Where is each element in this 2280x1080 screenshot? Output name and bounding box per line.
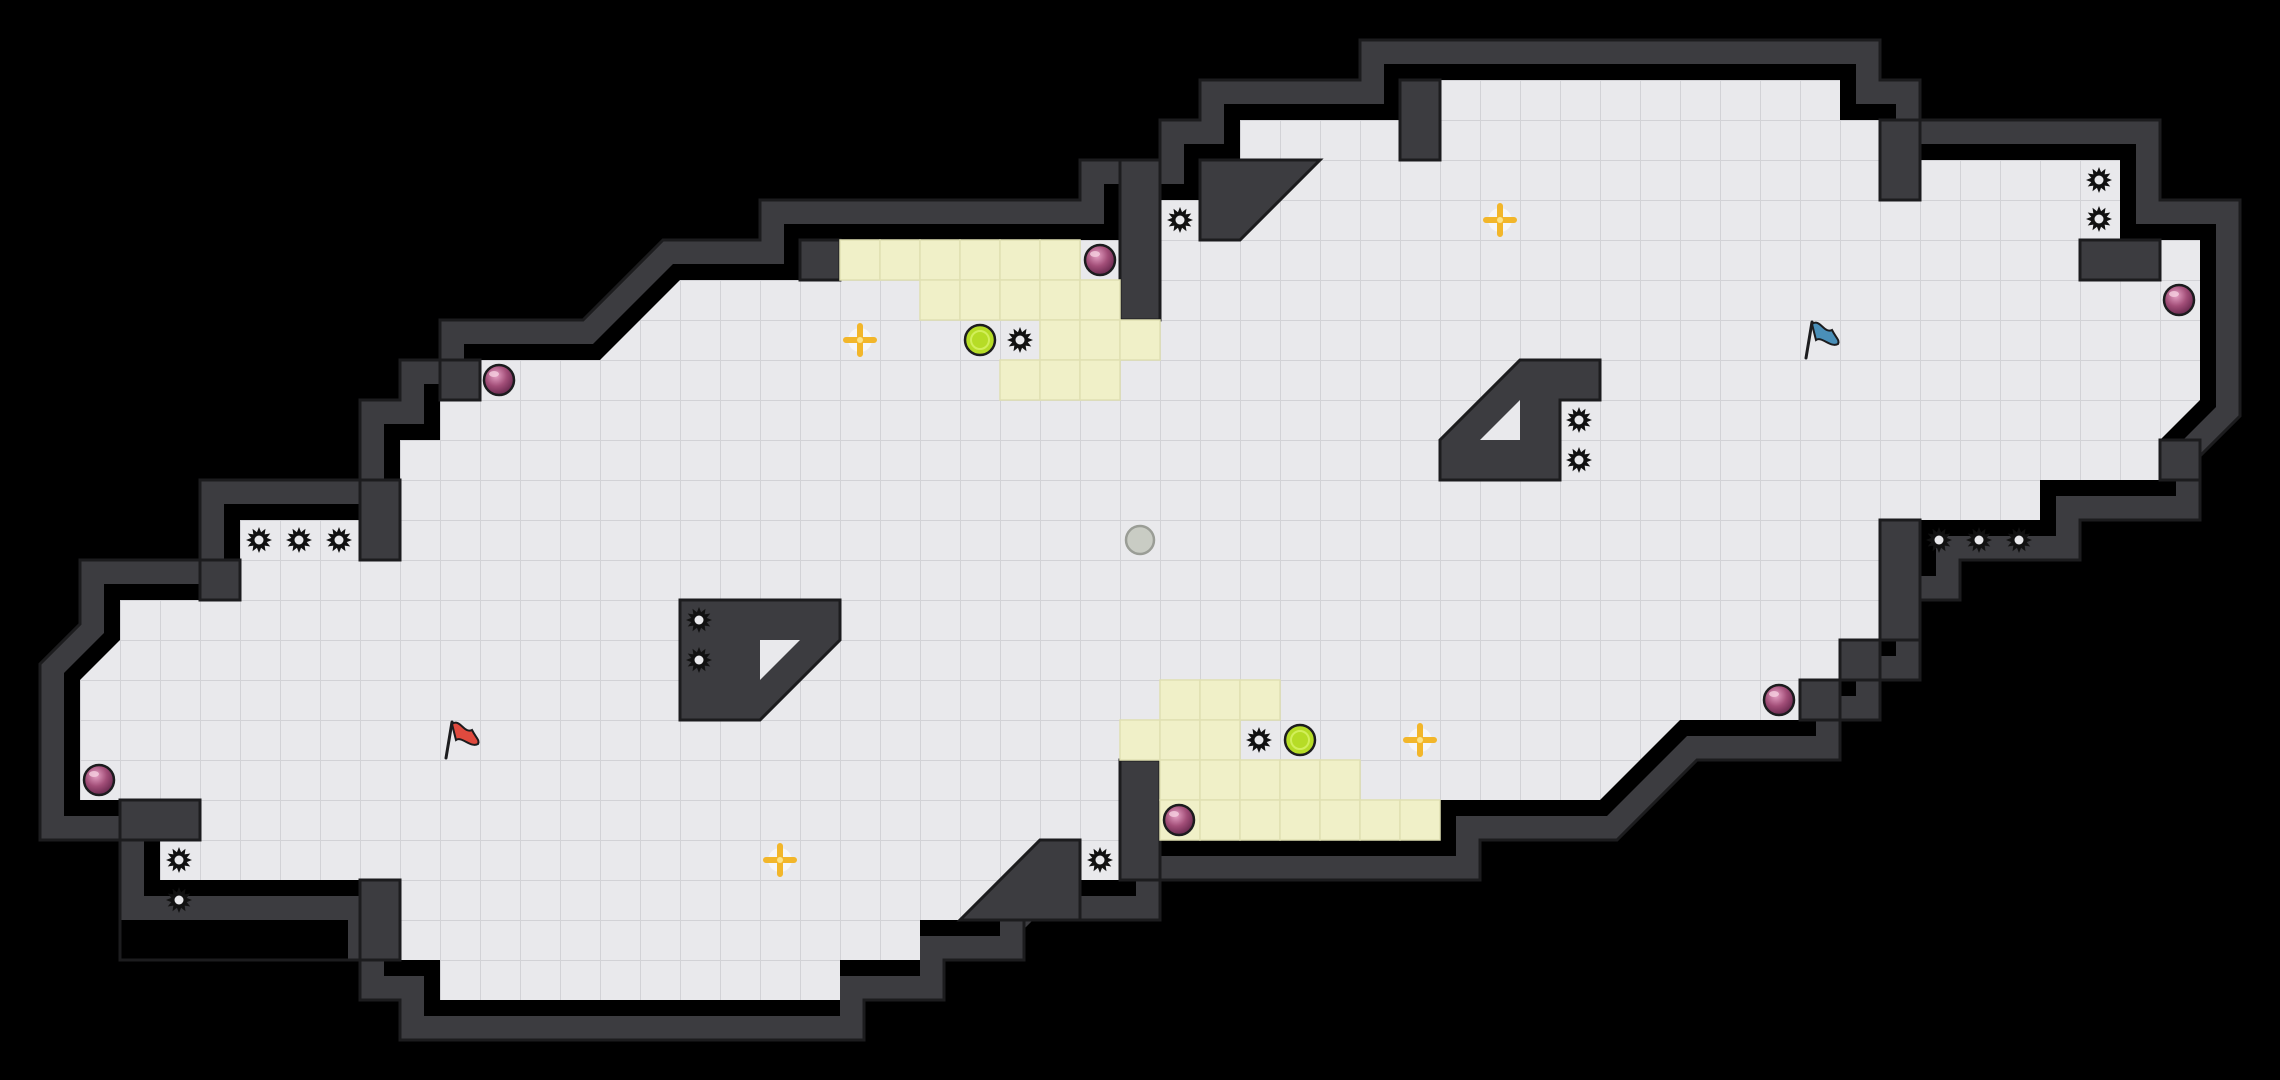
items-layer: [82, 167, 2196, 913]
highlight-tile: [1119, 719, 1161, 761]
highlight-tile: [1039, 279, 1081, 321]
obstacle-gaps: [760, 400, 1520, 680]
outer-wall: [40, 40, 2240, 1040]
spike-icon: [166, 887, 192, 913]
bonus-icon: [1403, 723, 1437, 757]
highlight-tile: [1239, 679, 1281, 721]
gem-icon: [482, 363, 516, 397]
highlight-tile: [1199, 679, 1241, 721]
player-start-icon[interactable]: [1124, 524, 1156, 556]
highlight-tile: [1159, 719, 1201, 761]
spike-icon: [326, 527, 352, 553]
spike-icon: [2086, 206, 2112, 232]
highlight-tile: [959, 279, 1001, 321]
bonus-icon: [763, 843, 797, 877]
goal-flag-icon: [1804, 320, 1840, 360]
highlight-tile: [1159, 679, 1201, 721]
highlight-tile: [919, 279, 961, 321]
spike-icon: [2086, 167, 2112, 193]
highlight-tile: [919, 239, 961, 281]
spike-icon: [1566, 447, 1592, 473]
spike-icon: [686, 647, 712, 673]
highlight-tile: [1279, 759, 1321, 801]
highlight-tile: [1239, 759, 1281, 801]
highlight-tile: [1079, 279, 1121, 321]
highlight-tile: [1039, 359, 1081, 401]
spike-icon: [246, 527, 272, 553]
highlight-tile: [1199, 719, 1241, 761]
highlight-tile: [999, 279, 1041, 321]
highlight-tile: [1079, 359, 1121, 401]
spike-icon: [1167, 207, 1193, 233]
highlight-tile: [1039, 239, 1081, 281]
spike-icon: [1966, 527, 1992, 553]
spike-icon: [286, 527, 312, 553]
coin-icon: [1283, 723, 1317, 757]
spike-icon: [1007, 327, 1033, 353]
highlight-tile: [1039, 319, 1081, 361]
coin-icon: [963, 323, 997, 357]
highlight-tile: [1319, 799, 1361, 841]
bonus-icon: [1483, 203, 1517, 237]
highlight-tile: [999, 239, 1041, 281]
spike-icon: [2006, 527, 2032, 553]
highlight-tile: [959, 239, 1001, 281]
spike-icon: [1566, 407, 1592, 433]
highlight-tile: [1199, 759, 1241, 801]
gem-icon: [1762, 683, 1796, 717]
highlight-tile: [1359, 799, 1401, 841]
highlight-tile: [1399, 799, 1441, 841]
highlight-tile: [839, 239, 881, 281]
highlight-tile: [999, 359, 1041, 401]
highlight-tile: [1159, 759, 1201, 801]
highlight-tile: [1199, 799, 1241, 841]
spike-icon: [686, 607, 712, 633]
highlight-tile: [879, 239, 921, 281]
spike-icon: [1087, 847, 1113, 873]
highlight-tile: [1319, 759, 1361, 801]
gem-icon: [1162, 803, 1196, 837]
gem-icon: [82, 763, 116, 797]
bonus-icon: [843, 323, 877, 357]
spike-icon: [166, 847, 192, 873]
spike-icon: [1246, 727, 1272, 753]
highlight-tile: [1079, 319, 1121, 361]
spawn-flag-icon: [444, 720, 480, 760]
spike-icon: [1926, 527, 1952, 553]
highlight-tile: [1239, 799, 1281, 841]
highlight-tile: [1279, 799, 1321, 841]
highlight-tile: [1119, 319, 1161, 361]
gem-icon: [2162, 283, 2196, 317]
highlighted-tiles: [839, 239, 1441, 841]
gem-icon: [1083, 243, 1117, 277]
